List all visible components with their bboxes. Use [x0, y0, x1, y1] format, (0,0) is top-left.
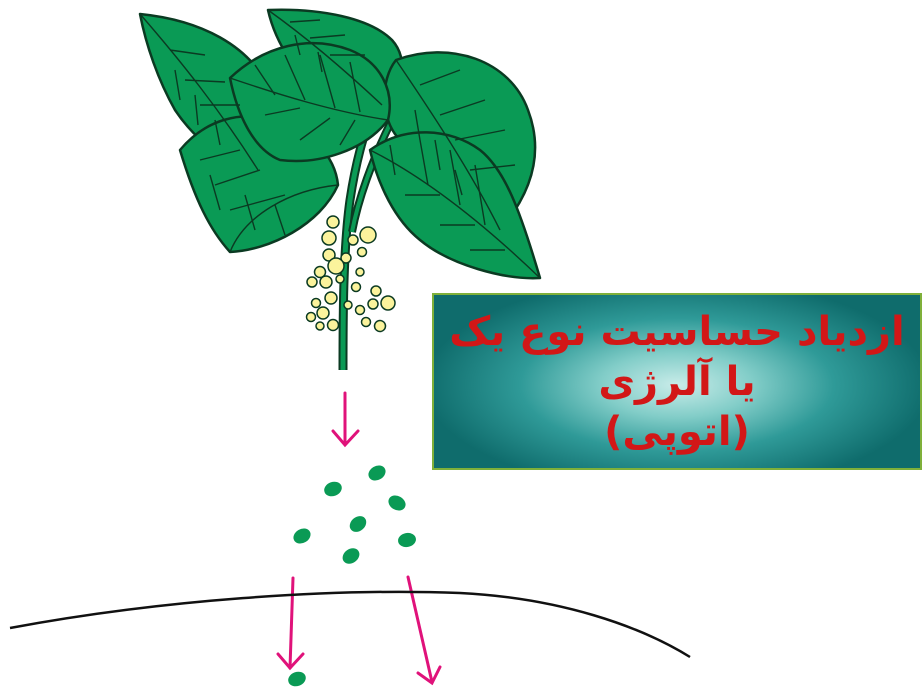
allergen-particles [286, 462, 417, 688]
hypersensitivity-label-box: ازدیاد حساسیت نوع یک یا آلرژی (اتوپی) [432, 293, 922, 470]
label-line-2: یا آلرژی [598, 357, 755, 407]
label-line-1: ازدیاد حساسیت نوع یک [449, 307, 905, 357]
label-line-3: (اتوپی) [604, 407, 750, 457]
ground-line [10, 592, 690, 657]
arrow-down-pollen [333, 393, 358, 445]
arrow-left-ground [278, 578, 303, 668]
